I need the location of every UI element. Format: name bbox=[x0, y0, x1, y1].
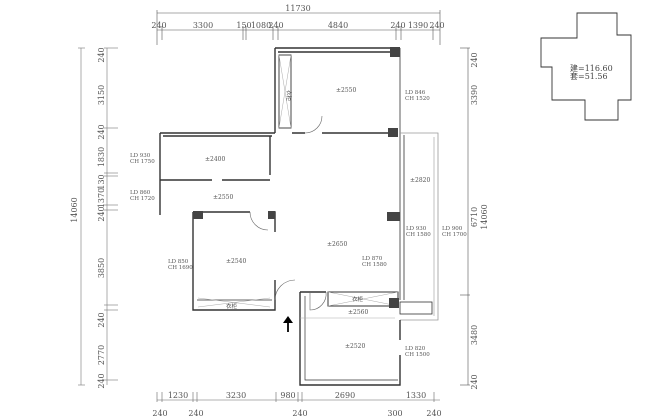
balcony: ±2820 LD 930 CH 1580 LD 900 CH 1700 bbox=[406, 177, 467, 238]
bottom-dimension: 2690 bbox=[335, 391, 355, 400]
closet-label: 衣柜 bbox=[226, 302, 238, 310]
window-label: CH 1500 bbox=[405, 352, 430, 358]
right-total-dimension: 14060 bbox=[480, 204, 489, 229]
window-label: LD 846 bbox=[405, 90, 426, 96]
left-dimension: 240 bbox=[97, 124, 106, 139]
left-dimension: 3850 bbox=[97, 258, 106, 278]
area-total: 建=116.60 bbox=[570, 63, 613, 73]
window-label: LD 860 bbox=[130, 190, 151, 196]
window-label: CH 1720 bbox=[130, 196, 155, 202]
left-bedroom: ±2540 LD 850 CH 1690 衣柜 bbox=[168, 258, 246, 310]
corridor: ±2560 衣柜 bbox=[348, 295, 368, 316]
window-label: LD 900 bbox=[442, 226, 463, 232]
window-label: LD 930 bbox=[406, 226, 427, 232]
living-room: ±2650 LD 870 CH 1580 bbox=[327, 241, 387, 268]
left-dimension: 1370 bbox=[97, 188, 106, 208]
right-dimension: 3390 bbox=[470, 85, 479, 105]
elevation-label: ±2400 bbox=[205, 156, 225, 163]
bottom-dimension: 300 bbox=[387, 409, 402, 417]
arrow-up-icon bbox=[283, 316, 293, 332]
left-dimension: 3150 bbox=[97, 85, 106, 105]
bottom-dimension: 240 bbox=[292, 409, 307, 417]
top-dimension: 150 bbox=[236, 21, 251, 30]
bottom-dimension: 240 bbox=[188, 409, 203, 417]
elevation-label: ±2650 bbox=[327, 241, 347, 248]
left-dimension: 130 bbox=[97, 174, 106, 189]
left-dimension: 240 bbox=[97, 47, 106, 62]
window-label: CH 1750 bbox=[130, 159, 155, 165]
elevation-label: ±2560 bbox=[348, 309, 368, 316]
top-dimension-chain bbox=[156, 10, 441, 45]
top-dimension: 240 bbox=[151, 21, 166, 30]
window-label: LD 820 bbox=[405, 346, 426, 352]
closet-label: 衣柜 bbox=[352, 295, 364, 303]
elevation-label: ±2540 bbox=[226, 258, 246, 265]
walls bbox=[159, 47, 439, 386]
left-dimension-chain bbox=[78, 47, 118, 386]
left-dimension: 240 bbox=[97, 206, 106, 221]
elevation-label: ±2550 bbox=[336, 87, 356, 94]
upper-left-room: ±2400 LD 930 CH 1750 bbox=[130, 153, 225, 165]
closet-label: 衣柜 bbox=[285, 90, 293, 102]
doors bbox=[249, 115, 327, 311]
top-dimension: 240 bbox=[268, 21, 283, 30]
window-label: LD 850 bbox=[168, 259, 189, 265]
left-dimension: 240 bbox=[97, 312, 106, 327]
window-label: CH 1520 bbox=[405, 96, 430, 102]
upper-bedroom: ±2550 LD 846 CH 1520 衣柜 bbox=[285, 87, 430, 102]
top-dimension: 4840 bbox=[328, 21, 348, 30]
left-dimension: 240 bbox=[97, 373, 106, 388]
bottom-dimension: 1330 bbox=[406, 391, 426, 400]
bottom-dimension: 3230 bbox=[226, 391, 246, 400]
right-dimension-chain bbox=[460, 47, 470, 386]
right-dimension: 240 bbox=[470, 374, 479, 389]
elevation-label: ±2520 bbox=[345, 343, 365, 350]
right-dimension: 3480 bbox=[470, 325, 479, 345]
right-dimension: 240 bbox=[470, 52, 479, 67]
top-dimension: 240 bbox=[390, 21, 405, 30]
structural-columns bbox=[193, 47, 400, 308]
area-summary-outline: 建=116.60 套=51.56 bbox=[540, 12, 632, 121]
elevation-label: ±2550 bbox=[213, 194, 233, 201]
top-total-dimension: 11730 bbox=[285, 4, 310, 13]
left-dimension: 2770 bbox=[97, 345, 106, 365]
window-label: LD 930 bbox=[130, 153, 151, 159]
window-label: CH 1690 bbox=[168, 265, 193, 271]
top-dimension: 3300 bbox=[193, 21, 213, 30]
left-total-dimension: 14060 bbox=[70, 197, 79, 222]
bottom-dimension: 240 bbox=[152, 409, 167, 417]
left-dimension-labels: 240 3150 240 1830 130 1370 240 3850 240 … bbox=[97, 47, 106, 388]
top-dimension: 1390 bbox=[408, 21, 428, 30]
left-dimension: 1830 bbox=[97, 147, 106, 167]
bottom-bedroom: ±2520 LD 820 CH 1500 bbox=[345, 343, 430, 358]
area-inner: 套=51.56 bbox=[570, 71, 608, 81]
window-label: LD 870 bbox=[362, 256, 383, 262]
bottom-dimension: 1230 bbox=[168, 391, 188, 400]
right-sub-total-dimension: 6710 bbox=[470, 207, 479, 227]
window-label: CH 1700 bbox=[442, 232, 467, 238]
top-dimension: 1080 bbox=[251, 21, 271, 30]
bottom-dimension: 980 bbox=[280, 391, 295, 400]
window-label: CH 1580 bbox=[406, 232, 431, 238]
bottom-dimension-chain bbox=[156, 392, 440, 402]
top-dimension: 240 bbox=[429, 21, 444, 30]
elevation-label: ±2820 bbox=[410, 177, 430, 184]
bottom-dimension: 240 bbox=[426, 409, 441, 417]
window-label: CH 1580 bbox=[362, 262, 387, 268]
small-room: ±2550 LD 860 CH 1720 bbox=[130, 190, 233, 202]
